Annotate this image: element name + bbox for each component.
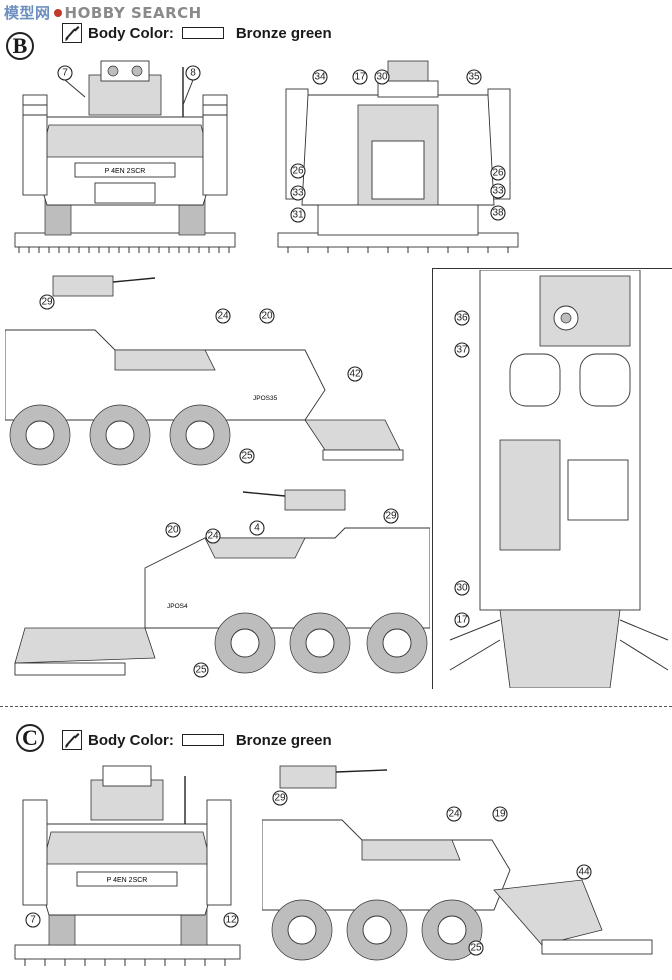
- svg-text:30: 30: [376, 72, 388, 83]
- callout-17: 17: [454, 612, 470, 628]
- svg-text:7: 7: [30, 915, 36, 926]
- callout-24: 24: [446, 806, 462, 822]
- side-marking: JPOS35: [253, 395, 278, 402]
- callout-20: 20: [259, 308, 275, 324]
- callout-33: 33: [490, 183, 506, 199]
- svg-text:37: 37: [456, 345, 468, 356]
- section-b-letter: B: [6, 32, 34, 60]
- svg-text:25: 25: [195, 665, 207, 676]
- callout-26: 26: [490, 165, 506, 181]
- svg-text:7: 7: [62, 68, 68, 79]
- section-c-letter: C: [16, 724, 44, 752]
- svg-text:36: 36: [456, 313, 468, 324]
- svg-text:34: 34: [314, 72, 326, 83]
- front-plate: P 4EN 2SCR: [105, 168, 146, 175]
- svg-text:25: 25: [241, 451, 253, 462]
- callout-29: 29: [272, 790, 288, 806]
- callout-25: 25: [468, 940, 484, 956]
- svg-text:17: 17: [456, 615, 468, 626]
- watermark: 模型网 HOBBY SEARCH: [4, 2, 202, 23]
- callout-31: 31: [290, 207, 306, 223]
- body-color-label: Body Color:: [88, 731, 174, 749]
- svg-text:25: 25: [470, 943, 482, 954]
- svg-text:12: 12: [225, 915, 237, 926]
- watermark-cn: 模型网: [4, 4, 51, 22]
- diagram-b-front-view: P 4EN 2SCR 7 8: [14, 60, 236, 253]
- diagram-b-top-view: 36 37 30 17: [449, 270, 669, 688]
- svg-text:19: 19: [494, 809, 506, 820]
- callout-44: 44: [576, 864, 592, 880]
- top-view-frame: [432, 268, 672, 689]
- section-b-header: Body Color: Bronze green: [62, 23, 332, 43]
- callout-20: 20: [165, 522, 181, 538]
- callout-25: 25: [193, 662, 209, 678]
- front-plate: P 4EN 2SCR: [107, 877, 148, 884]
- callout-24: 24: [205, 528, 221, 544]
- callout-26: 26: [290, 163, 306, 179]
- callout-34: 34: [312, 69, 328, 85]
- callout-17: 17: [352, 69, 368, 85]
- svg-text:20: 20: [167, 525, 179, 536]
- svg-text:35: 35: [468, 72, 480, 83]
- svg-text:24: 24: [207, 531, 219, 542]
- svg-text:33: 33: [292, 188, 304, 199]
- callout-42: 42: [347, 366, 363, 382]
- callout-35: 35: [466, 69, 482, 85]
- section-divider: [0, 706, 672, 707]
- svg-text:8: 8: [190, 68, 196, 79]
- callout-12: 12: [223, 912, 239, 928]
- callout-33: 33: [290, 185, 306, 201]
- diagram-b-side-view-right: JPOS4 20 24 4 29 25: [14, 489, 430, 678]
- svg-text:20: 20: [261, 311, 273, 322]
- paint-brush-icon: [62, 730, 82, 750]
- callout-25: 25: [239, 448, 255, 464]
- watermark-en: HOBBY SEARCH: [64, 4, 202, 22]
- callout-7: 7: [25, 912, 41, 928]
- diagram-c-side-view: 29 24 19 44 25: [262, 765, 653, 961]
- svg-text:42: 42: [349, 369, 361, 380]
- callout-30: 30: [374, 69, 390, 85]
- callout-8: 8: [185, 65, 201, 81]
- svg-text:17: 17: [354, 72, 366, 83]
- svg-text:30: 30: [456, 583, 468, 594]
- callout-29: 29: [383, 508, 399, 524]
- svg-text:29: 29: [274, 793, 286, 804]
- color-name: Bronze green: [235, 24, 332, 42]
- watermark-logo-icon: [53, 9, 62, 17]
- callout-38: 38: [490, 205, 506, 221]
- diagram-c-front-view: P 4EN 2SCR 7 12: [14, 765, 241, 966]
- svg-text:29: 29: [41, 297, 53, 308]
- callout-24: 24: [215, 308, 231, 324]
- svg-text:38: 38: [492, 208, 504, 219]
- svg-text:31: 31: [292, 210, 304, 221]
- svg-text:26: 26: [492, 168, 504, 179]
- unit-marking: JPOS4: [167, 603, 188, 610]
- diagram-b-rear-view: 34 17 30 35 26 26 33 33 31 38: [277, 60, 519, 253]
- svg-text:24: 24: [448, 809, 460, 820]
- callout-30: 30: [454, 580, 470, 596]
- svg-text:4: 4: [254, 523, 260, 534]
- callout-37: 37: [454, 342, 470, 358]
- plow-tines: [18, 247, 230, 253]
- svg-text:33: 33: [492, 186, 504, 197]
- svg-text:24: 24: [217, 311, 229, 322]
- diagram-b-side-view-left: JPOS35 29 24 20 42 25: [5, 275, 404, 466]
- callout-4: 4: [249, 520, 265, 536]
- color-swatch: [181, 734, 224, 746]
- callout-19: 19: [492, 806, 508, 822]
- body-color-label: Body Color:: [88, 24, 174, 42]
- callout-7: 7: [57, 65, 73, 81]
- color-swatch: [181, 27, 224, 39]
- callout-29: 29: [39, 294, 55, 310]
- svg-text:44: 44: [578, 867, 590, 878]
- color-name: Bronze green: [235, 731, 332, 749]
- callout-36: 36: [454, 310, 470, 326]
- section-c-header: Body Color: Bronze green: [62, 730, 332, 750]
- svg-text:26: 26: [292, 166, 304, 177]
- paint-brush-icon: [62, 23, 82, 43]
- svg-text:29: 29: [385, 511, 397, 522]
